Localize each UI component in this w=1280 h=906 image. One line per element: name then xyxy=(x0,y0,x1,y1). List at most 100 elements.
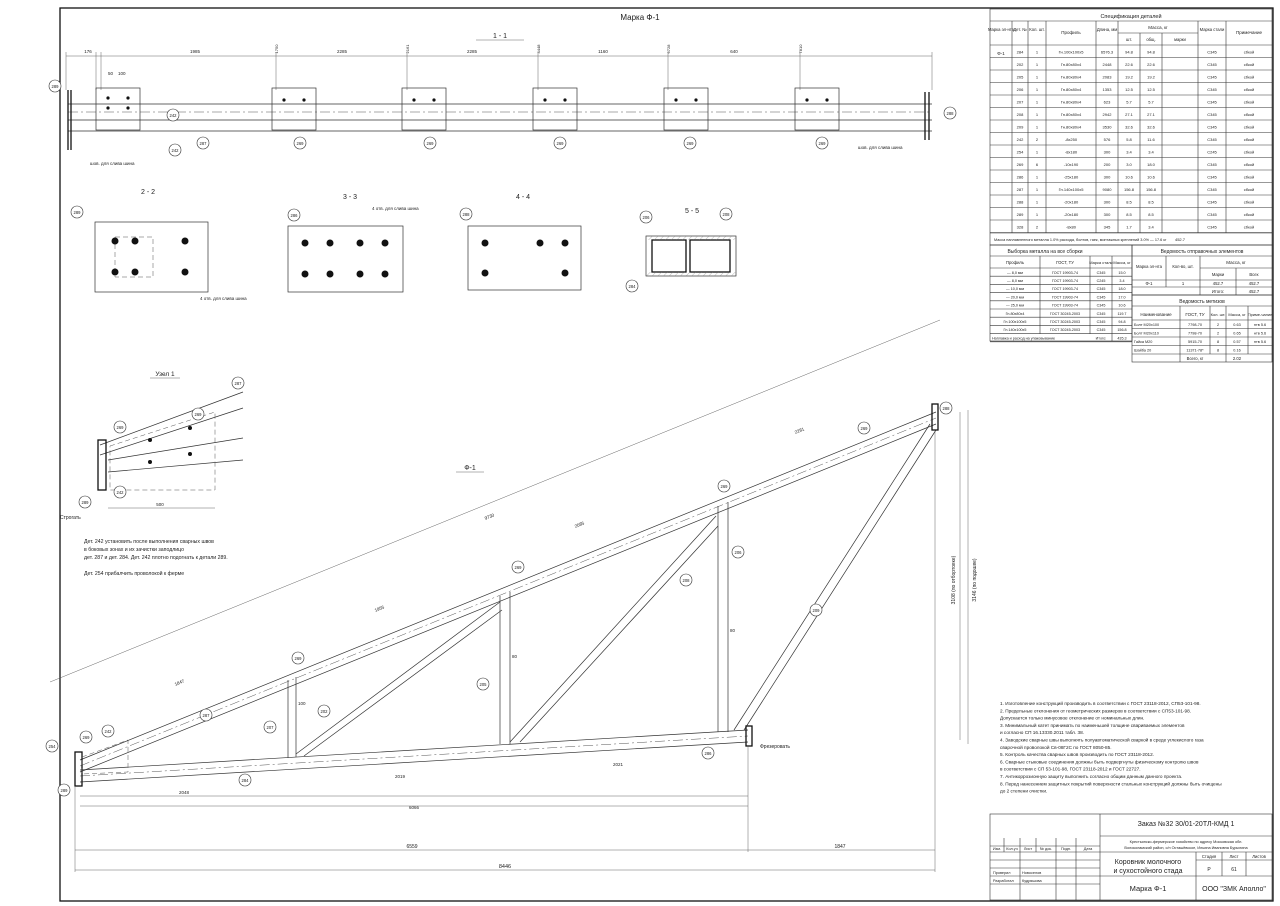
spec-cell: 2448 xyxy=(1103,62,1113,67)
bolt-cell: Болт М20х100 xyxy=(1134,323,1159,327)
weld-cell: Итого: xyxy=(1096,336,1107,340)
section-1-1-label: 1 - 1 xyxy=(493,33,507,40)
spec-cell: 5.8 xyxy=(1126,137,1132,142)
general-note-line: в соответствии с СП 53-101-98, ГОСТ 2311… xyxy=(1000,767,1141,772)
spec-cell: -8х180 xyxy=(1065,150,1078,155)
svg-text:289: 289 xyxy=(52,84,60,89)
dim-chord-2: 2019 xyxy=(395,774,406,779)
spec-cell: 5.7 xyxy=(1148,100,1154,105)
svg-text:Масса, кг: Масса, кг xyxy=(1148,25,1168,30)
spec-cell: -8х80 xyxy=(1066,225,1077,230)
svg-text:452.7: 452.7 xyxy=(1249,289,1260,294)
svg-text:242: 242 xyxy=(117,490,125,495)
spec-cell: 19.2 xyxy=(1125,75,1134,80)
weld-cell: ГОСТ 19903-74 xyxy=(1052,271,1078,275)
svg-text:Листов: Листов xyxy=(1252,854,1266,859)
weld-cell: 435.3 xyxy=(1117,336,1126,340)
svg-text:288: 288 xyxy=(463,212,471,217)
general-notes: 1. Изготовление конструкций производить … xyxy=(1000,700,1222,794)
svg-text:254: 254 xyxy=(49,744,57,749)
weld-cell: 156.8 xyxy=(1117,328,1126,332)
spec-cell: 22.6 xyxy=(1125,62,1134,67)
svg-text:Масса, кг: Масса, кг xyxy=(1113,260,1131,265)
dim-vert-b: 80 xyxy=(730,628,736,633)
spec-cell: 10.6 xyxy=(1125,175,1134,180)
svg-text:289: 289 xyxy=(74,210,82,215)
spec-cell: С345 xyxy=(1207,212,1217,217)
svg-text:Разработал: Разработал xyxy=(993,879,1014,883)
dim-height-a: 3108 (по отбортовке) xyxy=(951,555,957,604)
section-4-4-bolts xyxy=(481,239,569,277)
svg-text:Марка эл-нта: Марка эл-нта xyxy=(1136,264,1163,269)
spec-cell: 32.6 xyxy=(1125,125,1134,130)
weld-cell: — 8,0 мм xyxy=(1007,271,1023,275)
section-3-3-label: 3 - 3 xyxy=(343,194,357,201)
bolt-cell: Гайка М20 xyxy=(1134,340,1152,344)
object-name-1: Коровник молочного xyxy=(1115,859,1182,866)
svg-text:шт.: шт. xyxy=(1126,37,1132,42)
svg-text:269: 269 xyxy=(557,141,565,146)
node-1-label: Узел 1 xyxy=(155,371,175,378)
svg-text:Всех: Всех xyxy=(1249,272,1259,277)
weld-cell: 15.0 xyxy=(1118,271,1125,275)
spec-cell: сбкой xyxy=(1244,87,1255,92)
svg-text:452.7: 452.7 xyxy=(1213,281,1224,286)
svg-text:287: 287 xyxy=(203,713,211,718)
section-2-2-label: 2 - 2 xyxy=(141,189,155,196)
spec-cell: С245 xyxy=(1207,150,1217,155)
spec-cell: 8.5 xyxy=(1148,212,1154,217)
spec-cell: 156.8 xyxy=(1124,187,1135,192)
spec-cell: Гн.80х80х4 xyxy=(1061,125,1082,130)
section-3-3-bolts xyxy=(301,239,389,278)
svg-text:269: 269 xyxy=(721,484,729,489)
weld-cell: С345 xyxy=(1097,304,1106,308)
weld-cell: ГОСТ 30245-2003 xyxy=(1050,320,1080,324)
spec-cell: сбкой xyxy=(1244,125,1255,130)
svg-text:Кол. шт.: Кол. шт. xyxy=(1029,27,1044,32)
plan-bolts xyxy=(106,96,829,110)
spec-cell: С345 xyxy=(1207,62,1217,67)
svg-text:287: 287 xyxy=(200,141,208,146)
svg-text:242: 242 xyxy=(172,148,180,153)
section-3-3-plate xyxy=(287,225,404,293)
svg-text:289: 289 xyxy=(82,500,90,505)
weld-cell: Гн.100х100х5 xyxy=(1004,320,1027,324)
spec-cell: сбкой xyxy=(1244,187,1255,192)
weld-cell: ГОСТ 19903-74 xyxy=(1052,279,1078,283)
svg-text:Наименование: Наименование xyxy=(1140,312,1172,317)
svg-text:452.7: 452.7 xyxy=(1175,237,1186,242)
spec-cell: С345 xyxy=(1207,137,1217,142)
spec-cell: 6 xyxy=(1036,162,1039,167)
title-block: Изм. Кол.уч Лист № док. Подп. Дата Прове… xyxy=(989,813,1273,901)
general-note-line: до 2 степени очистки. xyxy=(1000,789,1047,794)
spec-cell: Гн.80х80х4 xyxy=(1061,112,1082,117)
svg-text:284: 284 xyxy=(242,778,250,783)
spec-cell: 1 xyxy=(1036,75,1039,80)
spec-cell: С345 xyxy=(1207,175,1217,180)
spec-cell: 207 xyxy=(1017,100,1024,105)
svg-text:288: 288 xyxy=(947,111,955,116)
dim-chord-3: 2021 xyxy=(613,762,624,767)
order-number: Заказ №32 30/01-20ТЛ-КМД 1 xyxy=(1138,821,1235,828)
svg-text:Подп.: Подп. xyxy=(1061,847,1071,851)
bolt-cell: нтв 5.6 xyxy=(1254,332,1266,336)
spec-cell: С345 xyxy=(1207,112,1217,117)
general-note-line: 5. Контроль качества сварных швов произв… xyxy=(1000,752,1154,757)
sheet-frame xyxy=(59,7,1274,902)
dim-bottom-left: 6559 xyxy=(406,844,417,850)
spec-cell: -25х180 xyxy=(1064,175,1079,180)
general-note-line: Допускается только минусовое отклонение … xyxy=(1000,716,1144,721)
weld-cell: ГОСТ 19903-74 xyxy=(1052,295,1078,299)
spec-cell: -20х180 xyxy=(1064,212,1079,217)
svg-text:Лист: Лист xyxy=(1024,847,1033,851)
dim-top-seg-2: 1955 xyxy=(374,604,386,613)
spec-cell: 1 xyxy=(1036,50,1039,55)
spec-cell: 2 xyxy=(1036,137,1039,142)
dim-bottom-mid: 6066 xyxy=(409,805,420,810)
weld-cell: С345 xyxy=(1097,295,1106,299)
spec-cell: 300 xyxy=(1104,150,1111,155)
spec-cell: 3.4 xyxy=(1126,150,1132,155)
dim-top-2: 1985 xyxy=(190,49,201,54)
section-5-5-label: 5 - 5 xyxy=(685,208,699,215)
spec-cell: 3.0 xyxy=(1126,162,1132,167)
